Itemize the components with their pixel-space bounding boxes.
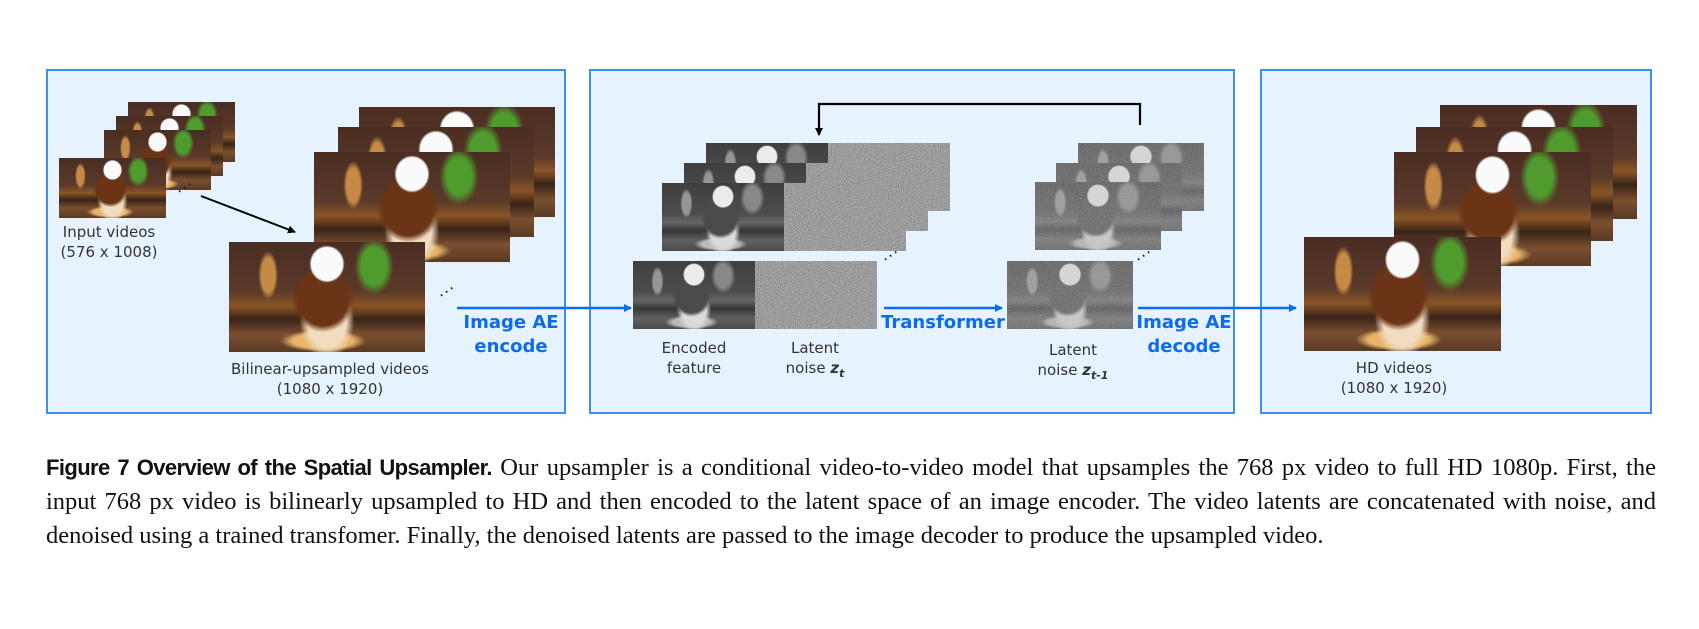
upsampled-video-frame [229,242,425,352]
encode-label-line1: Image AE [463,312,559,333]
video-frame-image [59,158,166,218]
encoded-latent-frame [662,183,906,251]
encoded-latent-frame [633,261,877,329]
noise-image [755,261,877,329]
latent-noise-zt1-label: Latent noise zt-1 [1038,340,1109,386]
upsampled-videos-size: (1080 x 1920) [276,380,384,398]
decode-label: Image AE decode [1136,311,1231,359]
figure-caption: Figure 7 Overview of the Spatial Upsampl… [46,451,1656,553]
encoded-label-line1: Encoded [661,339,727,357]
latent-zt-line2: noise zt [786,358,845,384]
latent-zt1-line1: Latent [1048,341,1098,359]
encode-label: Image AE encode [463,311,558,359]
hd-videos-size: (1080 x 1920) [1340,379,1448,397]
input-video-frame [59,158,166,218]
noise-overlay [1007,261,1133,329]
noise-word: noise [785,359,826,377]
input-videos-title: Input videos [62,223,156,241]
upsampled-videos-title: Bilinear-upsampled videos [231,360,429,378]
encoded-feature-label: Encoded feature [662,338,727,378]
noise-image [784,183,906,251]
caption-label: Figure 7 Overview of the Spatial Upsampl… [46,455,493,480]
noise-word: noise [1037,361,1078,379]
video-frame-image [229,242,425,352]
z-symbol: z [1082,361,1091,379]
z-subscript: t-1 [1090,369,1109,382]
video-frame-image [1304,237,1501,351]
hd-videos-label: HD videos (1080 x 1920) [1341,358,1447,398]
input-videos-size: (576 x 1008) [60,243,158,261]
latent-noise-zt-label: Latent noise zt [786,338,845,384]
video-frame-image [662,183,784,251]
latent-zt1-line2: noise zt-1 [1038,360,1109,386]
hd-video-frame [1304,237,1501,351]
upsampled-videos-label: Bilinear-upsampled videos (1080 x 1920) [231,359,429,399]
transformer-label: Transformer [881,312,1005,333]
denoised-latent-frame [1035,182,1161,250]
decode-label-line2: decode [1147,336,1221,357]
hd-videos-title: HD videos [1355,359,1433,377]
video-frame-image [633,261,755,329]
denoised-latent-frame [1007,261,1133,329]
latent-zt-line1: Latent [790,339,840,357]
decode-label-line1: Image AE [1136,312,1232,333]
encoded-label-line2: feature [666,359,722,377]
encode-label-line2: encode [474,336,548,357]
z-symbol: z [830,359,840,377]
z-subscript: t [839,367,845,380]
noise-overlay [1035,182,1161,250]
caption-text: Our upsampler is a conditional video-to-… [46,454,1656,549]
input-videos-label: Input videos (576 x 1008) [61,222,158,262]
